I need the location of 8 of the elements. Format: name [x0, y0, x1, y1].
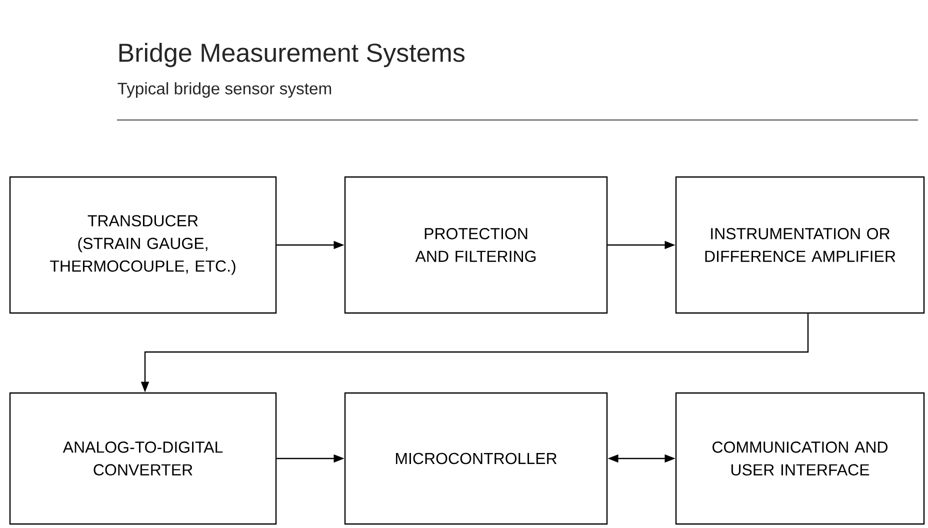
process-box: COMMUNICATION AND USER INTERFACE	[675, 392, 925, 525]
process-box: TRANSDUCER (STRAIN GAUGE, THERMOCOUPLE, ETC.)	[9, 176, 277, 314]
subtitle: Typical bridge sensor system	[118, 82, 332, 98]
process-box: ANALOG-TO-DIGITAL CONVERTER	[9, 392, 277, 525]
process-box: INSTRUMENTATION OR DIFFERENCE AMPLIFIER	[675, 176, 925, 314]
title: Bridge Measurement Systems	[119, 42, 465, 68]
process-box: PROTECTION AND FILTERING	[344, 176, 608, 314]
process-box: MICROCONTROLLER	[344, 392, 608, 525]
